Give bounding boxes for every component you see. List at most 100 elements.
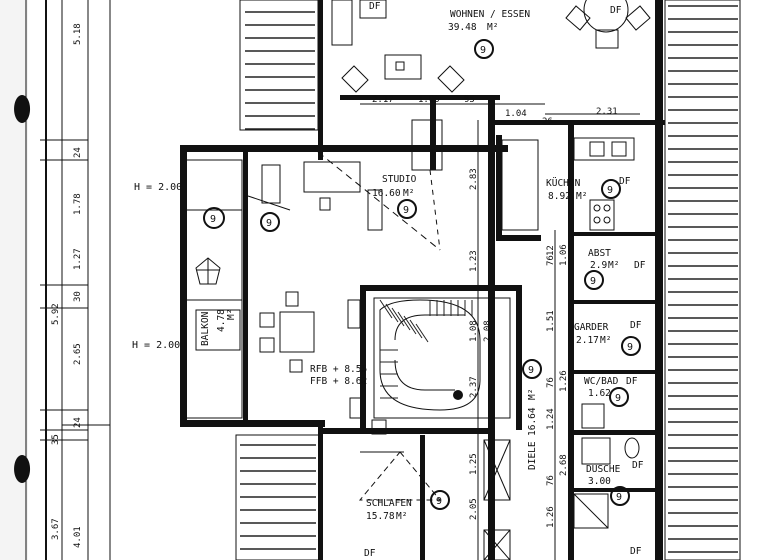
room-name-kuechen: KÜCHEN <box>546 178 581 189</box>
rafter-line <box>397 311 411 331</box>
room-tag-garder: DF <box>630 320 642 331</box>
dim-label: 1.23 <box>469 250 479 272</box>
shelf-icon <box>261 164 281 204</box>
kitchenette-icon <box>411 119 443 171</box>
mid-dimensions: 2.83 1.23 1.08 2.08 2.37 1.25 1.51 76 1.… <box>469 120 569 560</box>
dim-label: 1.06 <box>559 244 569 266</box>
room-mark-garder: 9 <box>627 342 633 353</box>
room-area-wcbad: 1.62 <box>588 388 611 399</box>
chair-icon <box>319 197 331 211</box>
dining-table-icon <box>583 0 629 33</box>
room-name-schlafen: SCHLAFEN <box>366 498 412 509</box>
room-mark-wcbad: 9 <box>615 393 621 404</box>
dim-label: 2.65 <box>73 343 83 365</box>
stove-icon <box>589 199 615 231</box>
room-mark-balkon: 9 <box>210 214 216 225</box>
room-unit-wohnen: M² <box>487 22 498 33</box>
room-area-wohnen: 39.48 <box>448 22 477 33</box>
dim-label: 30 <box>73 291 83 302</box>
room-mark-schlafen: 9 <box>436 496 442 507</box>
dim-label: 3.67 <box>51 518 61 540</box>
height-lower: H = 2.00 <box>132 340 180 351</box>
rafter-line <box>391 307 405 327</box>
room-area-garder: 2.17 <box>576 335 599 346</box>
room-unit-garder: M² <box>600 335 611 346</box>
room-area-abst: 2.9 <box>590 260 607 271</box>
chair-icon <box>437 65 465 93</box>
kitchen-fixtures <box>501 137 635 231</box>
dim-label: 76 <box>546 377 556 388</box>
dim-label: 26 <box>542 117 553 127</box>
toilet-icon <box>624 437 640 459</box>
dim-label: 1.78 <box>73 193 83 215</box>
bathroom-fixtures <box>573 403 640 529</box>
chair-icon <box>341 65 369 93</box>
dim-label: 1.26 <box>559 370 569 392</box>
dim-label: 1.00 <box>418 95 440 105</box>
walls <box>180 0 665 560</box>
studio-furniture <box>247 151 441 419</box>
dim-label: 76 <box>546 475 556 486</box>
room-unit-kuechen: M² <box>576 191 587 202</box>
level-rfb: RFB + 8.55 <box>310 364 367 375</box>
room-mark-wohnen: 9 <box>480 45 486 56</box>
armchair-icon <box>259 312 275 328</box>
washbasin-icon <box>581 437 611 465</box>
dim-label: 5.92 <box>51 303 61 325</box>
rafter-line <box>409 319 423 339</box>
dim-label: 2.08 <box>483 320 493 342</box>
table-icon <box>384 54 422 80</box>
bed-icon <box>303 161 361 193</box>
room-tag-kuechen: DF <box>619 176 631 187</box>
room-mark-kuechen: 9 <box>607 185 613 196</box>
dim-label: 1.27 <box>73 248 83 270</box>
rafter-line <box>379 299 393 319</box>
room-unit-diele: M² <box>527 389 538 400</box>
balcony <box>185 159 243 419</box>
table-icon <box>195 309 241 351</box>
room-unit-schlafen: M² <box>396 511 407 522</box>
dim-label: 5.18 <box>73 23 83 45</box>
room-unit-studio: M² <box>403 188 414 199</box>
top-dimensions: 2.17 1.00 95 1.04 26 2.31 <box>360 95 640 127</box>
tag-df: DF <box>369 1 381 12</box>
room-area-balkon: 4.78 <box>216 309 227 332</box>
dim-label: 2.83 <box>469 168 479 190</box>
desk-icon <box>367 189 383 231</box>
room-unit-balkon: M² <box>226 309 237 320</box>
dim-label: 12 <box>546 245 556 256</box>
dim-label: 1.26 <box>546 506 556 528</box>
dim-label: 2.37 <box>469 376 479 398</box>
room-name-abst: ABST <box>588 248 611 259</box>
tag-df: DF <box>610 5 622 16</box>
height-upper: H = 2.00 <box>134 182 182 193</box>
room-area-dusche: 3.00 <box>588 476 611 487</box>
dim-label: 2.31 <box>596 107 618 117</box>
umbrella-icon <box>195 257 221 285</box>
armchair-icon <box>259 337 275 353</box>
left-dimension-strip: 5.18 1.78 1.27 5.92 2.65 3.67 4.01 30 24… <box>0 0 111 560</box>
dim-label: 1.08 <box>469 320 479 342</box>
room-mark-studio: 9 <box>403 205 409 216</box>
room-mark-balkon: 9 <box>266 218 272 229</box>
sink-icon <box>589 141 605 157</box>
dim-label: 1.51 <box>546 310 556 332</box>
dim-label: 24 <box>73 417 83 428</box>
living-furniture <box>331 0 651 171</box>
rafter-line <box>385 303 399 323</box>
dim-label: 35 <box>51 434 61 445</box>
room-name-garder: GARDER <box>574 322 609 333</box>
room-name-studio: STUDIO <box>382 174 417 185</box>
dim-label: 2.17 <box>372 95 394 105</box>
toilet-icon <box>581 403 605 429</box>
rafter-line <box>403 315 417 335</box>
room-area-kuechen: 8.92 <box>548 191 571 202</box>
room-name-wcbad: WC/BAD <box>584 376 619 387</box>
ring-binder-hole-icon <box>14 95 31 123</box>
hall <box>321 419 511 560</box>
shower-icon <box>573 493 609 529</box>
room-area-schlafen: 15.78 <box>366 511 395 522</box>
stair-newel-icon <box>453 390 463 400</box>
ring-binder-hole-icon <box>14 455 31 483</box>
